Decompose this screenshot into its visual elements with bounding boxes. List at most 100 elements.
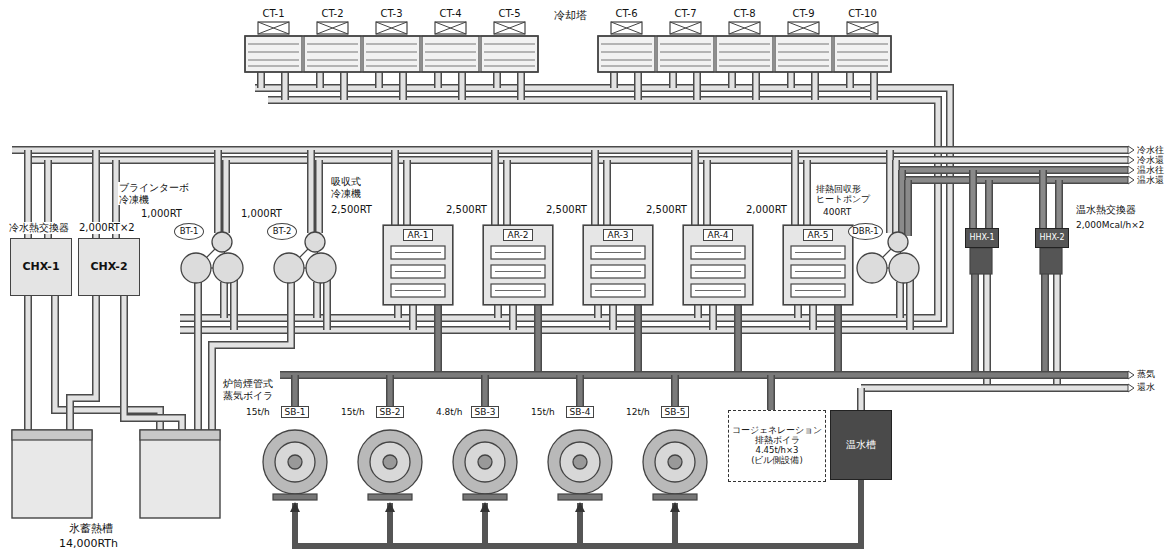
tower-group-outline: [245, 36, 538, 72]
pipe-bore: [836, 305, 841, 375]
tower-fan-box: [847, 22, 878, 34]
cooling-drop-pipe: [798, 305, 799, 318]
equipment-name-line: SB-2: [380, 407, 401, 417]
equipment-name: SB-5: [661, 406, 690, 418]
tower-fill-line: [778, 52, 829, 53]
pipe-wall: [214, 150, 222, 233]
pipe-bore: [519, 72, 524, 100]
pipe-bore: [26, 296, 31, 430]
pipe-bore: [696, 305, 701, 318]
pipe-wall: [1055, 180, 1063, 228]
cooling-tower: CT-4: [422, 8, 479, 21]
pipe-bore: [505, 160, 510, 225]
pipe-bore: [401, 72, 406, 100]
absorption-chiller: AR-2: [483, 225, 553, 305]
tower-drop-pipe: [261, 72, 262, 88]
equipment-name-line: SB-4: [570, 407, 591, 417]
equipment-label: 2,000RT: [745, 204, 788, 216]
tower-fill-line: [366, 52, 417, 53]
hot-drop-pipe: [973, 170, 974, 228]
pipe-bore: [511, 305, 516, 330]
equipment-label: 15t/h: [340, 407, 366, 417]
pipe-wall: [634, 305, 642, 375]
tower-fill-line: [778, 66, 829, 67]
tower-drop-pipe: [521, 72, 522, 100]
chilled-supply-header: [12, 150, 1128, 151]
chilled-drop-pipe: [495, 150, 496, 225]
pipe-bore: [971, 170, 976, 228]
pipe-wall: [752, 72, 760, 100]
tower-fan-blade: [376, 22, 407, 34]
pipe-wall: [591, 150, 599, 225]
pipe-wall: [257, 72, 265, 88]
pipe-wall: [734, 305, 742, 375]
tower-fill-line: [660, 52, 711, 53]
pipe-bore: [793, 150, 798, 225]
equipment-label-line: 15t/h: [246, 407, 270, 417]
equipment-label: 400RT: [822, 207, 852, 217]
equipment-name-line: CT-10: [848, 8, 877, 20]
pipe-wall: [1053, 274, 1061, 388]
cooling-drop-pipe: [234, 280, 235, 330]
cooling-tower-body: [363, 36, 420, 72]
tower-fan-blade: [435, 22, 466, 34]
equipment-label: 2,500RT: [645, 204, 688, 216]
equipment-label: 15t/h: [245, 407, 271, 417]
heat-exchanger-shell: [970, 248, 992, 274]
pipe-bore: [315, 282, 320, 318]
tower-drop-pipe: [462, 72, 463, 100]
pipe-label-line: 温水還: [1137, 175, 1164, 185]
condensate-pipe: [1057, 274, 1058, 388]
tower-drop-pipe: [815, 72, 816, 100]
absorption-chiller: AR-1: [383, 225, 453, 305]
equipment-name: CT-5: [498, 8, 520, 20]
absorption-chiller: AR-5: [783, 225, 853, 305]
machine-vessel: [213, 253, 243, 283]
tower-fill-line: [366, 66, 417, 67]
equipment-label-line: 冷凍機: [119, 194, 189, 206]
equipment-label-line: 14,000RTh: [59, 538, 118, 551]
cooling-drop-pipe: [598, 305, 599, 318]
pipe-bore: [1057, 180, 1062, 228]
pipe-wall: [983, 274, 991, 388]
pipe-wall: [787, 72, 795, 88]
absorption-shell: [591, 246, 645, 259]
tower-fill-line: [248, 60, 299, 61]
equipment-label-line: ブラインターボ: [119, 182, 189, 194]
machine-vessel: [274, 253, 304, 283]
tower-fill-line: [484, 60, 535, 61]
flow-arrow: [1128, 146, 1134, 154]
equipment-name-line: BT-1: [180, 227, 199, 237]
tower-fan-blade: [258, 22, 289, 34]
equipment-label: 2,000Mcal/h×2: [1075, 220, 1146, 230]
pipe-bore: [493, 150, 498, 225]
absorption-chiller: AR-4: [683, 225, 753, 305]
pipe-bore: [905, 178, 1128, 183]
flow-arrow: [1128, 384, 1134, 392]
heat-exchanger-box: CHX-1: [10, 238, 72, 296]
boiler-furnace: [465, 442, 505, 482]
heat-exchanger-box: HHX-1: [965, 228, 999, 248]
flow-arrow: [1128, 371, 1134, 379]
shell-line: [495, 252, 541, 253]
cooling-tower: CT-6: [598, 8, 655, 21]
equipment-name-line: CT-6: [615, 8, 637, 20]
cooling-tower-body: [598, 36, 655, 72]
pipe-wall: [24, 296, 32, 430]
pipe-wall: [315, 160, 323, 233]
absorption-shell: [491, 284, 545, 297]
compressor-symbol: [888, 232, 908, 252]
brine-pipe: [28, 296, 29, 430]
boiler-drum: [643, 430, 707, 494]
equipment-label-line: 4.8t/h: [436, 407, 463, 417]
boiler-burner: [573, 455, 587, 469]
pipe-bore: [861, 386, 1128, 391]
tank-box: 温水槽: [830, 410, 892, 480]
pipe-bore: [671, 72, 676, 88]
condensate-header: [861, 388, 1128, 389]
pipe-bore: [124, 296, 182, 430]
equipment-label: 冷却塔: [553, 10, 588, 23]
equipment-label-line: 2,500RT: [331, 204, 372, 216]
tower-fan-box: [494, 22, 525, 34]
